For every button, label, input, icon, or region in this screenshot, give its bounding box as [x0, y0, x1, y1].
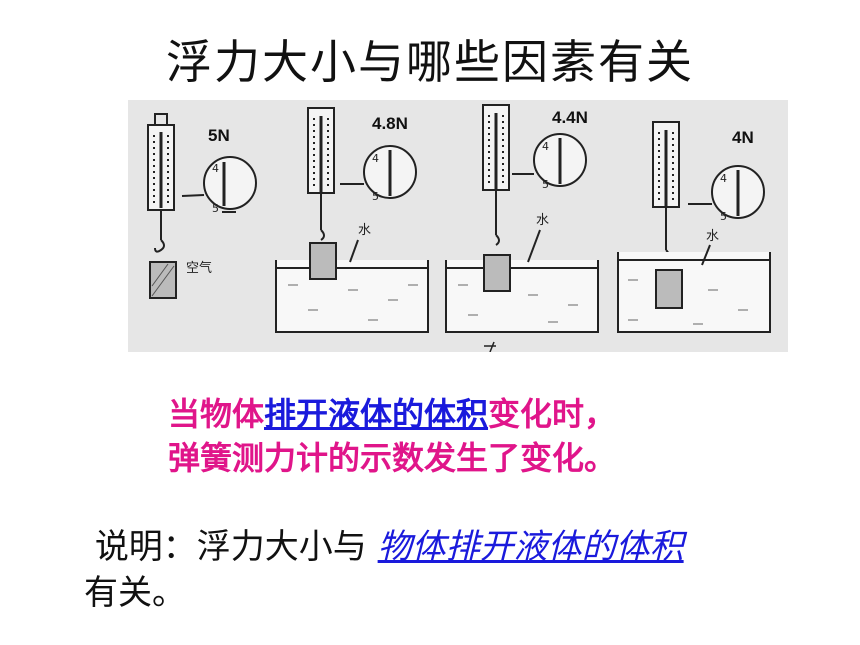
statement-highlight: 排开液体的体积: [264, 395, 489, 433]
scale-tick-5: 5: [542, 178, 549, 191]
conclusion-answer: 物体排开液体的体积: [377, 527, 684, 567]
scale-tick-4: 4: [542, 140, 549, 153]
conclusion-line-1: 说明：浮力大小与 物体排开液体的体积: [84, 524, 684, 570]
spring-scale-experiment-figure: 4 5 4 5 4 5 4 5 空气 水 水 水 5N 4.8N 4.4N 4N: [128, 100, 788, 352]
conclusion-suffix: 有关。: [84, 573, 186, 613]
setup-water-1: [275, 107, 429, 333]
air-label: 空气: [186, 260, 212, 276]
force-reading-1: 4.8N: [372, 114, 408, 133]
statement-text: 当物体: [168, 395, 265, 433]
statement-text: 变化时，: [488, 395, 617, 433]
water-label: 水: [358, 223, 371, 238]
observation-statement: 当物体排开液体的体积变化时， 弹簧测力计的示数发生了变化。: [168, 392, 616, 480]
setup-air: [147, 113, 257, 299]
water-label: 水: [706, 229, 719, 244]
slide-title: 浮力大小与哪些因素有关: [166, 35, 694, 89]
scale-tick-4: 4: [720, 172, 727, 185]
setup-water-3: [617, 121, 771, 333]
scale-tick-4: 4: [372, 152, 379, 165]
force-reading-3: 4N: [732, 128, 754, 147]
conclusion: 说明：浮力大小与 物体排开液体的体积 有关。: [84, 524, 684, 616]
setup-water-2: [445, 104, 599, 352]
conclusion-prefix: 说明：浮力大小与: [94, 527, 378, 567]
scale-tick-5: 5: [212, 202, 219, 215]
force-reading-2: 4.4N: [552, 108, 588, 127]
experiment-diagram: 4 5 4 5 4 5 4 5 空气 水 水 水: [147, 104, 771, 352]
force-reading-air: 5N: [208, 126, 230, 145]
statement-line-2: 弹簧测力计的示数发生了变化。: [168, 439, 617, 477]
statement-line-1: 当物体排开液体的体积变化时，: [168, 392, 616, 436]
water-label: 水: [536, 213, 549, 228]
scale-tick-5: 5: [372, 190, 379, 203]
scale-tick-5: 5: [720, 210, 727, 223]
scale-tick-4: 4: [212, 162, 219, 175]
